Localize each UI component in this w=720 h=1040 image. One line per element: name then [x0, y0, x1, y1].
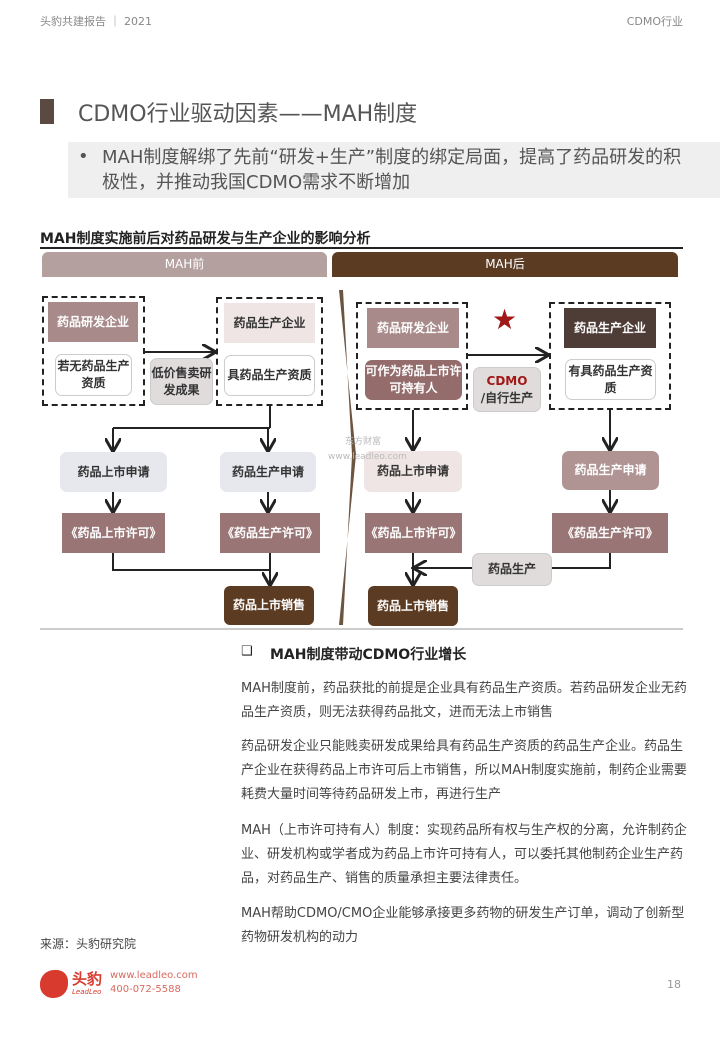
after-rd-company: 药品研发企业: [367, 308, 459, 348]
before-market-permit: 《药品上市许可》: [62, 513, 165, 553]
before-transfer: 低价售卖研发成果: [150, 358, 213, 405]
report-label: 头豹共建报告 ｜ 2021: [40, 15, 152, 28]
paragraph: 药品研发企业只能贱卖研发成果给具有药品生产资质的药品生产企业。药品生产企业在获得…: [241, 739, 687, 802]
paragraph: MAH制度前，药品获批的前提是企业具有药品生产资质。若药品研发企业无药品生产资质…: [241, 681, 687, 720]
before-prod-apply: 药品生产申请: [220, 452, 316, 492]
section-heading: MAH制度带动CDMO行业增长: [270, 647, 467, 663]
after-prod-apply: 药品生产申请: [562, 451, 659, 490]
summary-text: MAH制度解绑了先前“研发+生产”制度的绑定局面，提高了药品研发的积极性，并推动…: [102, 147, 682, 193]
footer-url[interactable]: www.leadleo.com: [110, 970, 198, 981]
cdmo-sub: /自行生产: [480, 390, 534, 405]
paragraph: MAH（上市许可持有人）制度：实现药品所有权与生产权的分离，允许制药企业、研发机…: [241, 823, 687, 886]
source-note: 来源：头豹研究院: [40, 937, 137, 951]
paragraph: MAH帮助CDMO/CMO企业能够承接更多药物的研发生产订单，调动了创新型药物研…: [241, 906, 685, 945]
footer-phone: 400-072-5588: [110, 984, 181, 995]
after-sale: 药品上市销售: [368, 586, 458, 626]
before-market-apply: 药品上市申请: [60, 452, 167, 492]
diagram-title: MAH制度实施前后对药品研发与生产企业的影响分析: [40, 231, 371, 247]
divider: [40, 247, 683, 249]
after-market-permit: 《药品上市许可》: [365, 513, 462, 553]
before-rd-note: 若无药品生产资质: [55, 354, 132, 396]
title-marker: [40, 99, 54, 124]
after-prod-permit: 《药品生产许可》: [552, 513, 668, 553]
page-title: CDMO行业驱动因素——MAH制度: [78, 102, 418, 127]
before-mfg-note: 具药品生产资质: [224, 355, 315, 396]
watermark: 东方财富: [345, 437, 382, 447]
before-rd-company: 药品研发企业: [48, 302, 138, 342]
after-mfg-company: 药品生产企业: [564, 308, 656, 348]
logo-en: LeadLeo: [72, 988, 102, 996]
after-rd-group: [356, 302, 468, 410]
summary-box: [68, 142, 720, 198]
after-mfg-note: 有具药品生产资质: [565, 359, 656, 400]
after-cdmo: CDMO /自行生产: [473, 367, 541, 412]
before-band: MAH前: [42, 252, 327, 277]
bullet-icon: •: [78, 146, 89, 167]
cdmo-label: CDMO: [486, 373, 528, 388]
after-band: MAH后: [332, 252, 678, 277]
watermark-url: www.leadleo.com: [328, 452, 407, 462]
after-mfg-group: [549, 302, 671, 410]
page-number: 18: [667, 978, 681, 991]
checkbox-icon: ❑: [241, 644, 253, 659]
after-market-apply: 药品上市申请: [364, 451, 462, 492]
logo-cn: 头豹: [72, 970, 103, 988]
rd-company-group: [42, 296, 145, 406]
mfg-company-group: [216, 297, 323, 406]
after-production: 药品生产: [472, 553, 552, 586]
before-mfg-company: 药品生产企业: [224, 303, 315, 343]
leopard-logo-icon: [40, 970, 68, 998]
star-icon: ★: [492, 303, 518, 336]
after-rd-note: 可作为药品上市许可持有人: [365, 360, 462, 400]
before-prod-permit: 《药品生产许可》: [220, 513, 320, 553]
industry-label: CDMO行业: [626, 15, 683, 28]
divider-chevron: [339, 290, 356, 625]
before-sale: 药品上市销售: [224, 586, 314, 625]
